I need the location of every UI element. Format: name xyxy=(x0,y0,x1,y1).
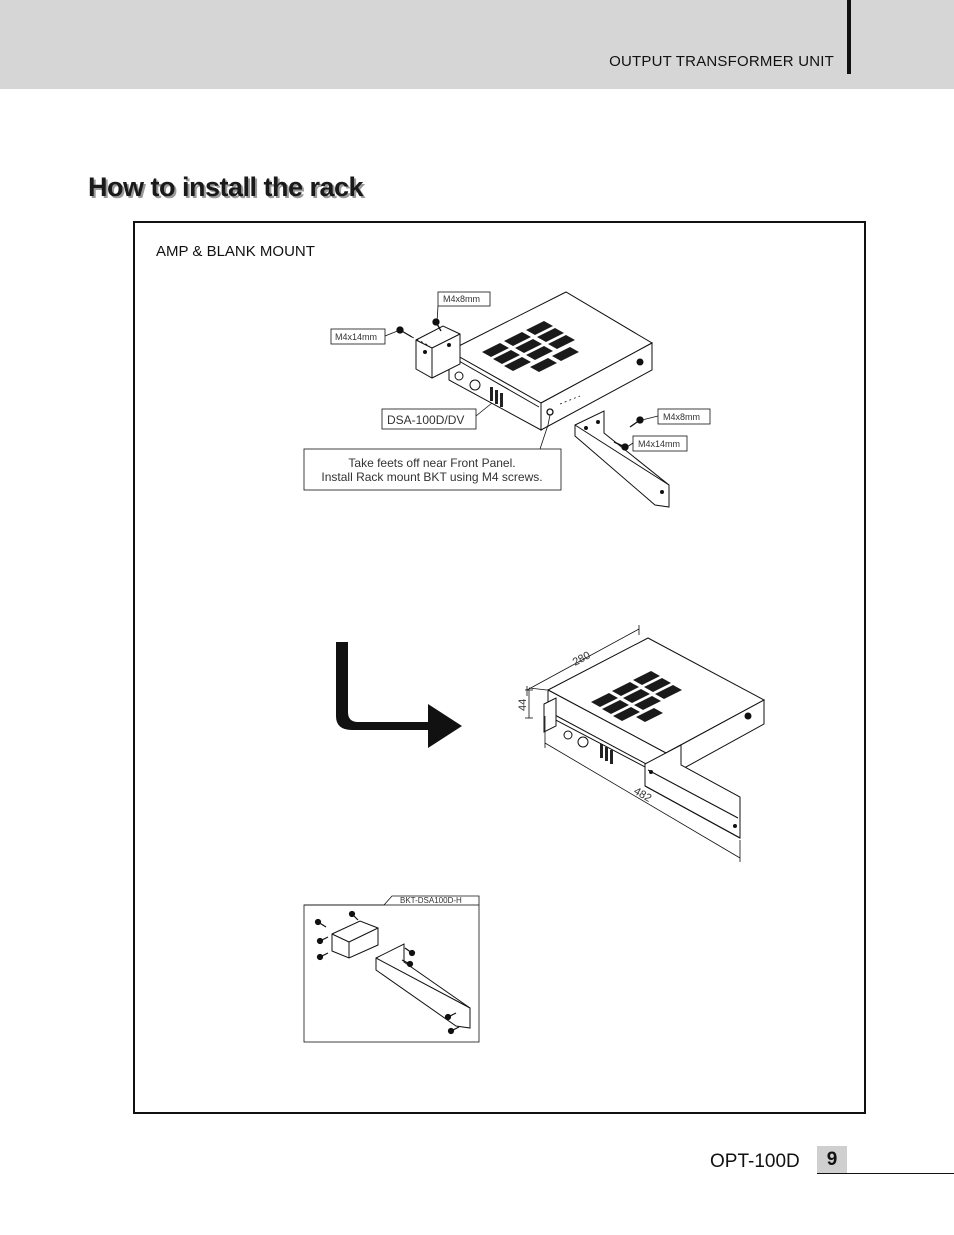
callout-m4x14-left xyxy=(330,328,401,345)
screw-label-m4x8-left: M4x8mm xyxy=(443,294,480,304)
arrow-icon xyxy=(336,642,462,748)
page-number: 9 xyxy=(817,1146,847,1174)
kit-label: BKT-DSA100D-H xyxy=(400,896,462,905)
footer-model: OPT-100D xyxy=(710,1151,800,1172)
instruction-line-1: Take feets off near Front Panel. xyxy=(348,456,515,470)
callout-m4x8-left xyxy=(436,291,491,323)
page-title: How to install the rack xyxy=(88,172,364,202)
dimension-height: 44 xyxy=(517,699,529,711)
header-title: OUTPUT TRANSFORMER UNIT xyxy=(609,53,834,70)
kit-short-bracket xyxy=(331,920,379,959)
callout-m4x8-right xyxy=(641,408,711,425)
screw-label-m4x14-right: M4x14mm xyxy=(638,439,680,449)
instruction-line-2: Install Rack mount BKT using M4 screws. xyxy=(321,470,542,484)
assembly-guides xyxy=(411,336,581,405)
front-vent-result xyxy=(600,744,613,764)
left-rack-bracket xyxy=(415,325,461,379)
section-label: AMP & BLANK MOUNT xyxy=(156,243,315,260)
dimension-lines xyxy=(525,625,741,862)
front-vent xyxy=(490,387,503,407)
screw-icon xyxy=(546,408,644,451)
screw-label-m4x14-left: M4x14mm xyxy=(335,332,377,342)
vent-grille-result xyxy=(591,671,682,722)
right-rack-bracket xyxy=(574,410,670,508)
kit-long-bracket xyxy=(375,943,471,1029)
screw-icon xyxy=(396,318,442,338)
header-divider xyxy=(847,0,851,74)
amp-assembled-view xyxy=(543,637,766,839)
screw-label-m4x8-right: M4x8mm xyxy=(663,412,700,422)
model-label: DSA-100D/DV xyxy=(387,413,464,427)
screw-icon xyxy=(314,910,460,1035)
footer-divider xyxy=(817,1173,954,1174)
dimension-depth: 280 xyxy=(571,649,593,668)
callout-m4x14-right xyxy=(626,435,688,452)
content-frame xyxy=(133,221,866,1114)
callout-note xyxy=(303,414,562,491)
bracket-kit-box xyxy=(303,895,480,1043)
callout-model xyxy=(381,402,493,430)
vent-grille-top xyxy=(482,321,579,372)
page-header: OUTPUT TRANSFORMER UNIT xyxy=(0,0,954,89)
